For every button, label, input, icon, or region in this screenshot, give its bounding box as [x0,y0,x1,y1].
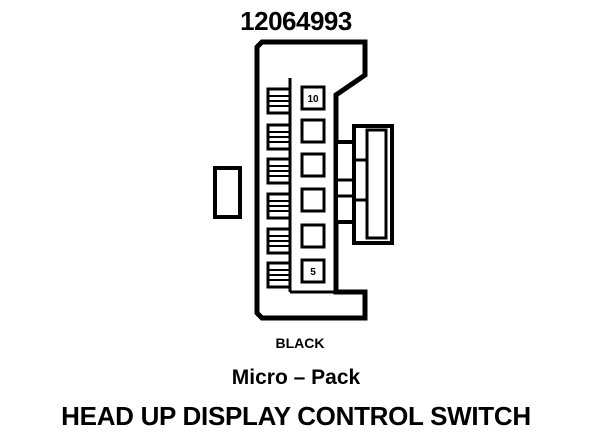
cavity-label-bottom: 5 [310,267,316,278]
cavity-5 [300,258,326,284]
terminal-slot [266,123,292,151]
terminal-slot-column [266,87,292,289]
cavity-column [300,85,326,284]
terminal-slot [266,87,292,115]
terminal-slot [266,192,292,220]
cavity [300,118,326,144]
component-title: HEAD UP DISPLAY CONTROL SWITCH [61,401,531,431]
connector-family-label: Micro – Pack [231,366,361,389]
part-number-label: 12064993 [240,6,352,36]
terminal-slot [266,157,292,185]
cavity-label-top: 10 [307,94,319,105]
cavity [300,223,326,249]
cavity-10 [300,85,326,111]
cavity [300,152,326,178]
cavity [300,187,326,213]
left-latch-tab [213,166,242,219]
right-lock-assembly [334,124,394,245]
connector-color-label: BLACK [275,335,325,351]
terminal-slot [266,261,292,289]
terminal-slot [266,227,292,255]
